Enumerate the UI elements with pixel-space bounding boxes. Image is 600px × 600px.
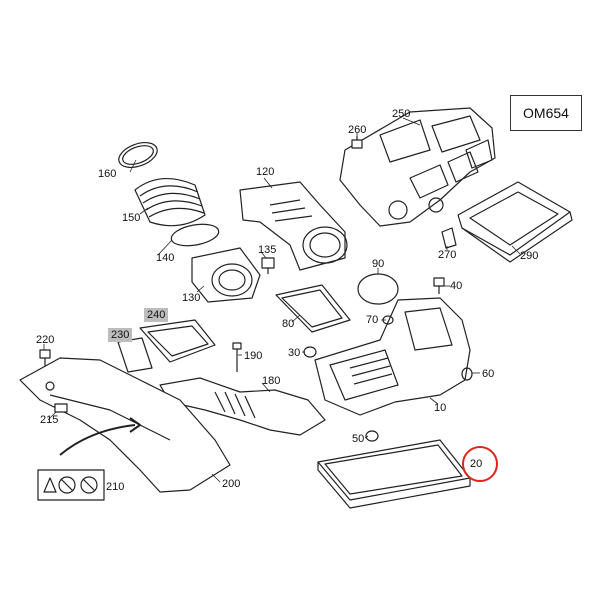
clip-part-135[interactable] — [261, 257, 275, 274]
direction-arrow — [59, 417, 141, 456]
intake-hose-part-120[interactable] — [239, 181, 348, 271]
grommet-part-270[interactable] — [441, 227, 457, 249]
callout-120[interactable]: 120 — [256, 166, 275, 178]
callout-230[interactable]: 230 — [108, 328, 133, 342]
bolt-part-40[interactable] — [433, 277, 445, 294]
callout-10[interactable]: 10 — [434, 402, 447, 414]
bolt-part-190[interactable] — [232, 342, 242, 372]
clip-part-220[interactable] — [39, 349, 51, 366]
callout-200[interactable]: 200 — [222, 478, 241, 490]
seal-ring-part-90[interactable] — [357, 273, 399, 305]
callout-270[interactable]: 270 — [438, 249, 457, 261]
callout-180[interactable]: 180 — [262, 375, 281, 387]
callout-70[interactable]: 70 — [366, 314, 379, 326]
grommet-part-30[interactable] — [303, 346, 317, 358]
callout-190[interactable]: 190 — [244, 350, 263, 362]
clamp-ring-part-160[interactable] — [115, 138, 160, 172]
grommet-part-60[interactable] — [461, 367, 473, 381]
grommet-part-50[interactable] — [365, 430, 379, 442]
intake-pipe-part-180[interactable] — [159, 377, 326, 436]
callout-40[interactable]: 40 — [450, 280, 463, 292]
callout-20[interactable]: 20 — [470, 458, 483, 470]
callout-220[interactable]: 220 — [36, 334, 55, 346]
insulation-pad-part[interactable] — [457, 181, 573, 263]
callout-30[interactable]: 30 — [288, 347, 301, 359]
seal-ring-part-140[interactable] — [170, 221, 221, 249]
air-duct-part-200[interactable] — [19, 357, 231, 493]
gasket-frame-part-80[interactable] — [275, 284, 351, 333]
callout-50[interactable]: 50 — [352, 433, 365, 445]
warning-symbols-icon — [37, 469, 105, 501]
engine-code-box: OM654 — [510, 95, 582, 131]
filter-part-230[interactable] — [117, 337, 153, 373]
callout-215[interactable]: 215 — [40, 414, 59, 426]
tag-part-215 — [54, 403, 68, 413]
callout-60[interactable]: 60 — [482, 368, 495, 380]
engine-cover-part[interactable] — [339, 107, 496, 227]
highlight-ring[interactable] — [462, 446, 498, 482]
callout-260[interactable]: 260 — [348, 124, 367, 136]
callout-130[interactable]: 130 — [182, 292, 201, 304]
resonator-part-130[interactable] — [191, 247, 261, 303]
leader-lines — [43, 117, 521, 487]
callout-140[interactable]: 140 — [156, 252, 175, 264]
callout-240[interactable]: 240 — [144, 308, 169, 322]
callout-150[interactable]: 150 — [122, 212, 141, 224]
callout-90[interactable]: 90 — [372, 258, 385, 270]
callout-80[interactable]: 80 — [282, 318, 295, 330]
callout-250[interactable]: 250 — [392, 108, 411, 120]
callout-290[interactable]: 290 — [520, 250, 539, 262]
callout-210[interactable]: 210 — [106, 481, 125, 493]
callout-135[interactable]: 135 — [258, 244, 277, 256]
air-filter-housing-part-10[interactable] — [314, 297, 471, 416]
filter-part-240[interactable] — [139, 319, 216, 363]
callout-160[interactable]: 160 — [98, 168, 117, 180]
intake-hose-part-150[interactable] — [134, 177, 206, 227]
air-filter-element-part-20[interactable] — [317, 439, 471, 509]
